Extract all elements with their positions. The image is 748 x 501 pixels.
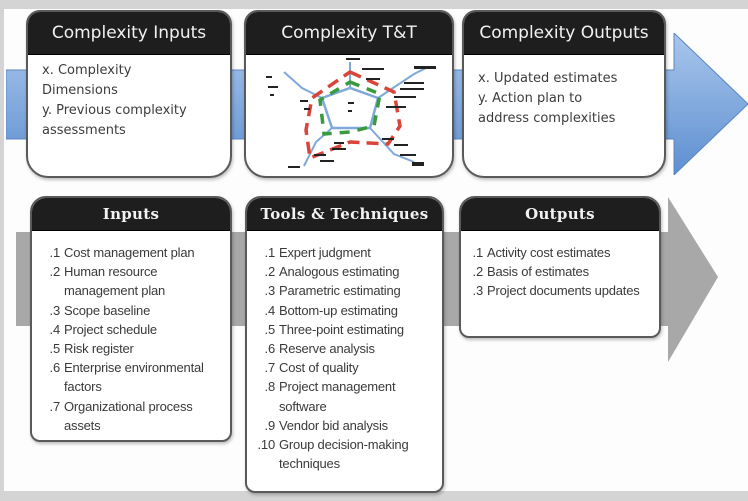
item-text: Parametric estimating	[279, 283, 401, 299]
item-number: .3	[49, 302, 61, 318]
item-text: Three-point estimating	[279, 321, 404, 337]
complexity-tt-title: Complexity T&T	[246, 12, 452, 55]
pentagon-complexity-diagram	[266, 58, 436, 168]
item-number: .8	[264, 379, 276, 395]
item-number: .6	[49, 360, 61, 376]
complexity-tt-box: Complexity T&T	[244, 10, 454, 178]
item-text: Project management software	[279, 379, 396, 414]
item-text: Enterprise environmental factors	[64, 360, 204, 395]
item-text: Project schedule	[64, 321, 157, 337]
item-text: Vendor bid analysis	[279, 417, 388, 433]
item-number: .4	[49, 321, 61, 337]
tools-techniques-title: Tools & Techniques	[247, 198, 442, 231]
pentagon-core	[320, 86, 380, 130]
item-number: .1	[49, 245, 61, 260]
item-number: .9	[264, 417, 276, 433]
item-text: Expert judgment	[279, 245, 371, 260]
item-text: Analogous estimating	[279, 264, 400, 280]
complexity-outputs-line: y. Action plan to	[478, 91, 583, 106]
item-text: Activity cost estimates	[487, 245, 611, 260]
item-text: Bottom-up estimating	[279, 302, 398, 318]
item-number: .2	[472, 264, 484, 280]
complexity-outputs-box: Complexity Outputs x. Updated estimates …	[462, 10, 666, 178]
item-text: Cost management plan	[64, 245, 195, 260]
complexity-outputs-line: address complexities	[478, 111, 616, 126]
item-number: .7	[49, 398, 61, 414]
complexity-inputs-body: x. Complexity Dimensions y. Previous com…	[28, 55, 230, 141]
complexity-outputs-line: x. Updated estimates	[478, 71, 618, 86]
complexity-inputs-line: assessments	[42, 123, 126, 138]
item-number: .3	[472, 283, 484, 299]
pentagon-spokes	[283, 62, 427, 167]
item-number: .10	[257, 437, 276, 453]
item-number: .3	[264, 283, 276, 299]
item-number: .2	[264, 264, 276, 280]
item-text: Cost of quality	[279, 360, 359, 376]
item-text: Group decision-making techniques	[279, 437, 409, 472]
item-number: .2	[49, 264, 61, 280]
complexity-outputs-body: x. Updated estimates y. Action plan to a…	[464, 55, 664, 129]
item-number: .7	[264, 360, 276, 376]
complexity-outputs-title: Complexity Outputs	[464, 12, 664, 55]
item-text: Basis of estimates	[487, 264, 589, 280]
outputs-title: Outputs	[461, 198, 659, 231]
item-text: Risk register	[64, 341, 134, 357]
item-number: .4	[264, 302, 276, 318]
complexity-inputs-line: x. Complexity	[42, 63, 132, 78]
item-number: .5	[264, 321, 276, 337]
item-number: .1	[264, 245, 276, 260]
complexity-inputs-box: Complexity Inputs x. Complexity Dimensio…	[26, 10, 232, 178]
complexity-inputs-line: Dimensions	[42, 83, 118, 98]
complexity-inputs-title: Complexity Inputs	[28, 12, 230, 55]
item-number: .5	[49, 341, 61, 357]
item-text: Organizational process assets	[64, 398, 193, 433]
item-text: Scope baseline	[64, 302, 151, 318]
item-text: Human resource management plan	[64, 264, 166, 299]
diagram-labels	[266, 58, 436, 168]
item-text: Project documents updates	[487, 283, 640, 299]
item-number: .6	[264, 341, 276, 357]
inputs-title: Inputs	[32, 198, 230, 231]
item-text: Reserve analysis	[279, 341, 375, 357]
item-number: .1	[472, 245, 484, 260]
green-dashed-boundary	[318, 80, 382, 136]
complexity-inputs-line: y. Previous complexity	[42, 103, 187, 118]
